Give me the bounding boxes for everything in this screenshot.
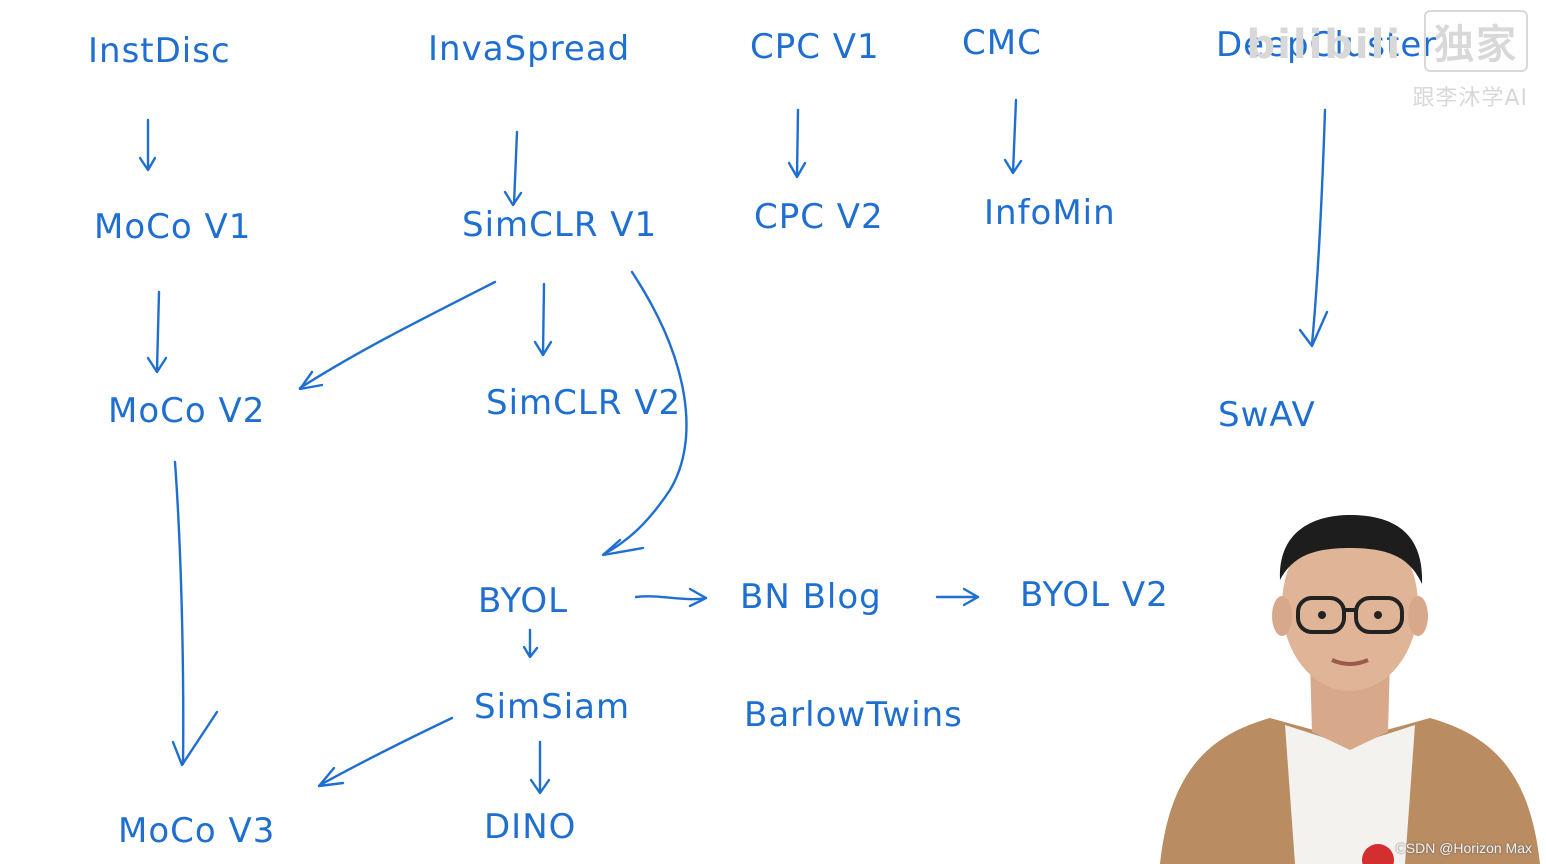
edge-simclrv1-simclrv2	[541, 282, 546, 356]
node-swav: SwAV	[1218, 395, 1316, 435]
node-cpcv2: CPC V2	[754, 197, 884, 237]
presenter-image	[1160, 515, 1540, 864]
edge-cmc-infomin	[1011, 98, 1018, 174]
node-cmc: CMC	[962, 23, 1042, 63]
exclusive-badge: 独家	[1424, 10, 1528, 72]
node-byolv2: BYOL V2	[1020, 575, 1169, 615]
node-bnblog: BN Blog	[740, 577, 882, 617]
node-deepcluster: DeepCluster	[1216, 25, 1437, 65]
edges	[138, 98, 1329, 795]
node-instdisc: InstDisc	[88, 31, 231, 71]
edge-mocov2-mocov3	[173, 460, 185, 766]
node-simclrv1: SimCLR V1	[462, 205, 657, 245]
edge-simclrv1-byol	[602, 270, 688, 556]
edge-simclrv1-mocov2	[298, 280, 497, 390]
node-infomin: InfoMin	[984, 193, 1116, 233]
edge-invaspread-simclrv1	[512, 130, 519, 206]
nodes: InstDisc InvaSpread CPC V1 CMC DeepClust…	[88, 23, 1437, 851]
edge-mocov1-mocov2	[155, 290, 161, 372]
edge-simsiam-mocov3	[318, 716, 454, 787]
node-invaspread: InvaSpread	[428, 29, 630, 69]
video-watermark: bilibili 独家 跟李沐学AI	[1247, 10, 1528, 112]
node-simsiam: SimSiam	[474, 687, 630, 727]
node-simclrv2: SimCLR V2	[486, 383, 681, 423]
edge-byol-bnblog	[634, 595, 708, 601]
channel-name: 跟李沐学AI	[1412, 86, 1528, 111]
edge-deepcluster-swav	[1310, 108, 1327, 346]
node-byol: BYOL	[478, 581, 568, 621]
credit-text: CSDN @Horizon Max	[1395, 840, 1532, 856]
node-mocov2: MoCo V2	[108, 391, 265, 431]
bilibili-logo: bilibili	[1246, 22, 1403, 68]
node-dino: DINO	[484, 807, 576, 847]
node-mocov1: MoCo V1	[94, 207, 251, 247]
edge-cpcv1-cpcv2	[795, 108, 800, 178]
node-barlowtwins: BarlowTwins	[744, 695, 963, 735]
node-cpcv1: CPC V1	[750, 27, 880, 67]
node-mocov3: MoCo V3	[118, 811, 275, 851]
